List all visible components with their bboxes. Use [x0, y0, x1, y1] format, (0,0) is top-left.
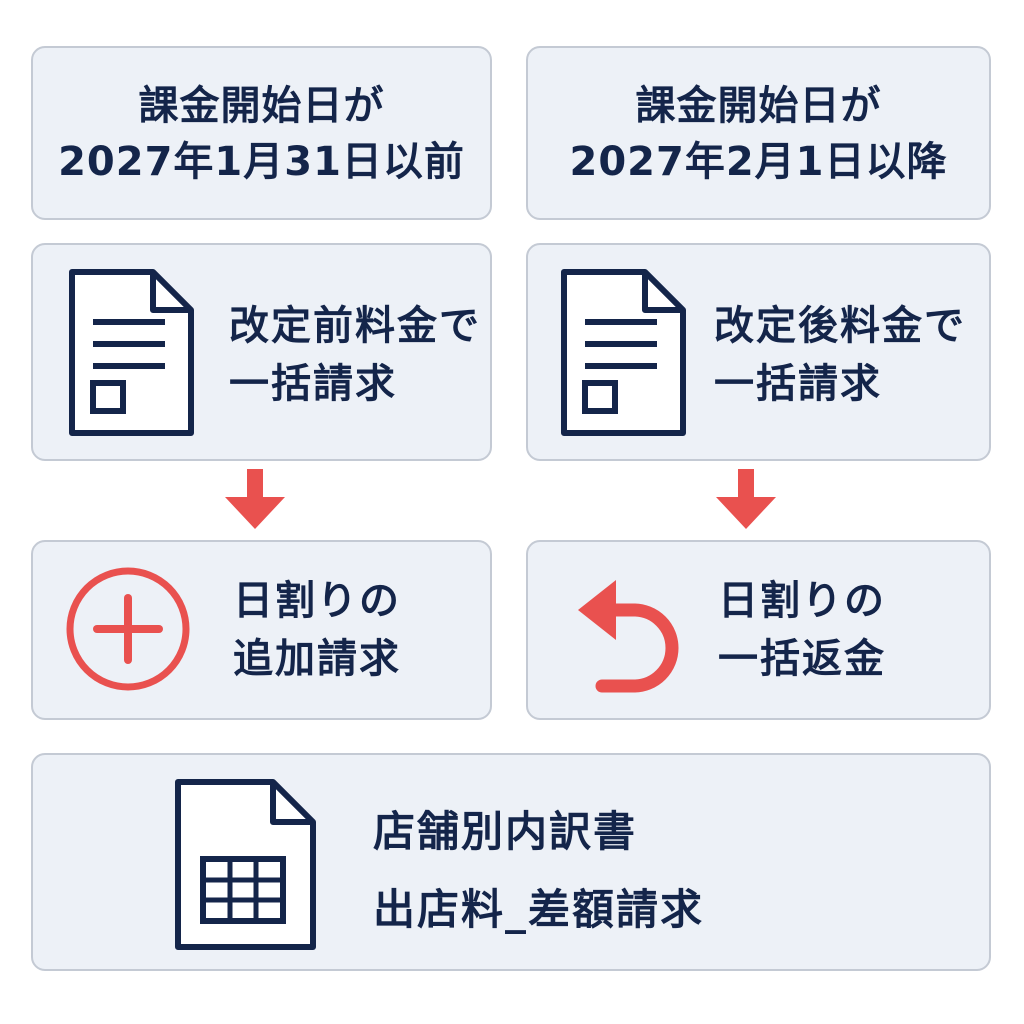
return-arrow-icon — [578, 580, 679, 693]
result-before-text: 日割りの 追加請求 — [233, 572, 401, 688]
result-after-text: 日割りの 一括返金 — [718, 572, 886, 688]
invoice-after-line2: 一括請求 — [714, 361, 882, 407]
result-after-line2: 一括返金 — [718, 636, 886, 682]
document-icon — [69, 269, 194, 436]
down-arrow-icon — [716, 469, 776, 529]
statement-text: 店舗別内訳書 出店料_差額請求 — [373, 793, 704, 949]
result-card-after: 日割りの 一括返金 — [526, 540, 991, 720]
statement-card: 店舗別内訳書 出店料_差額請求 — [31, 753, 991, 971]
header-before-line2: 2027年1月31日以前 — [58, 139, 465, 185]
header-after-line1: 課金開始日が — [635, 83, 882, 129]
spreadsheet-document-icon — [175, 779, 316, 950]
result-before-line2: 追加請求 — [233, 636, 401, 682]
invoice-after-text: 改定後料金で 一括請求 — [714, 297, 966, 413]
invoice-before-text: 改定前料金で 一括請求 — [229, 297, 481, 413]
invoice-before-line2: 一括請求 — [229, 361, 397, 407]
invoice-card-after: 改定後料金で 一括請求 — [526, 243, 991, 461]
header-card-before: 課金開始日が 2027年1月31日以前 — [31, 46, 492, 220]
header-before-line1: 課金開始日が — [138, 83, 385, 129]
result-after-line1: 日割りの — [718, 578, 886, 624]
invoice-card-before: 改定前料金で 一括請求 — [31, 243, 492, 461]
plus-circle-icon — [66, 567, 190, 691]
header-after-line2: 2027年2月1日以降 — [569, 139, 948, 185]
result-card-before: 日割りの 追加請求 — [31, 540, 492, 720]
statement-line1: 店舗別内訳書 — [373, 807, 638, 856]
invoice-after-line1: 改定後料金で — [714, 303, 966, 349]
statement-line2: 出店料_差額請求 — [373, 885, 705, 934]
invoice-before-line1: 改定前料金で — [229, 303, 481, 349]
document-icon — [561, 269, 686, 436]
header-before-text: 課金開始日が 2027年1月31日以前 — [33, 78, 490, 190]
header-card-after: 課金開始日が 2027年2月1日以降 — [526, 46, 991, 220]
result-before-line1: 日割りの — [233, 578, 401, 624]
down-arrow-icon — [225, 469, 285, 529]
header-after-text: 課金開始日が 2027年2月1日以降 — [528, 78, 989, 190]
